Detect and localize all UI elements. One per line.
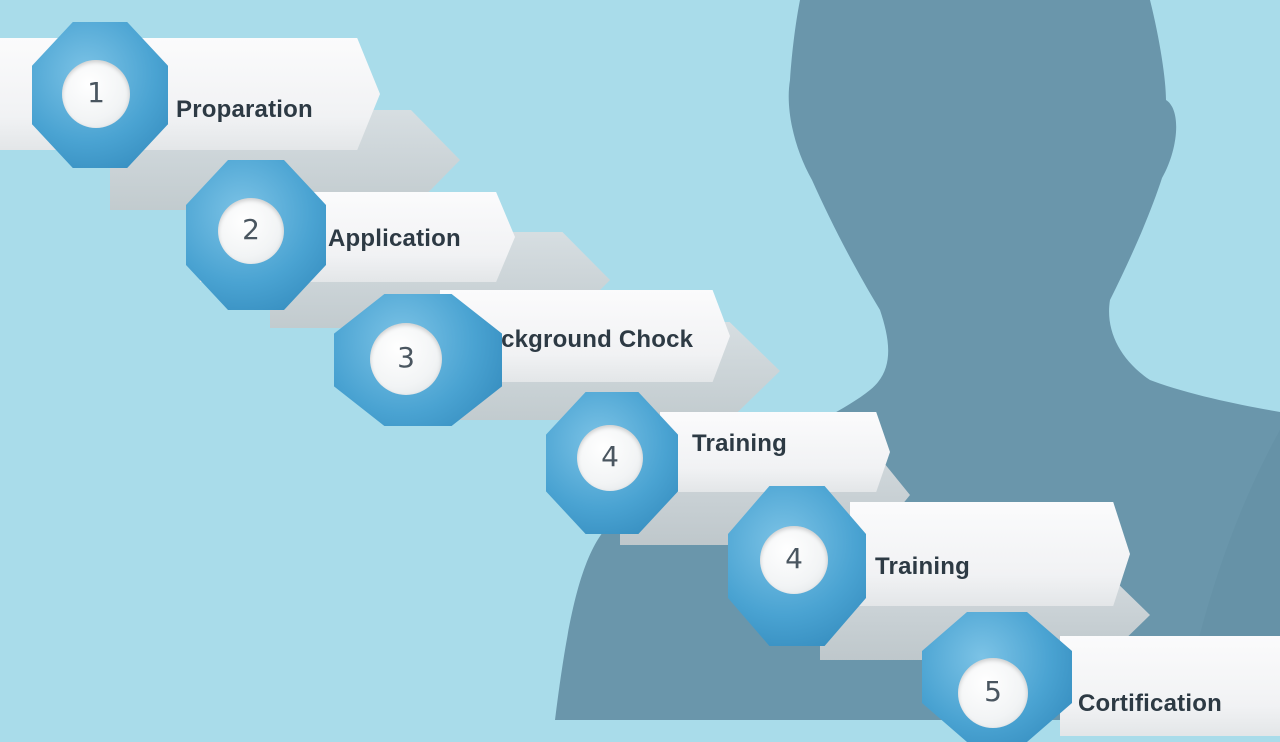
step-1-number-circle: 1 — [62, 60, 130, 128]
step-3-number: 3 — [397, 341, 415, 374]
step-4-label: Training — [692, 430, 787, 457]
step-2-number: 2 — [242, 213, 260, 246]
step-5-number: 5 — [984, 675, 1002, 708]
step-5-label: Cortification — [1078, 690, 1222, 717]
step-4-ribbon — [660, 412, 890, 492]
step-5-number-circle: 5 — [958, 658, 1028, 728]
step-1-number: 1 — [87, 76, 105, 109]
step-4b: Training 4 — [0, 0, 1150, 660]
step-4b-number-circle: 4 — [760, 526, 828, 594]
step-3-number-circle: 3 — [370, 323, 442, 395]
step-4-number: 4 — [601, 440, 619, 473]
step-2-number-circle: 2 — [218, 198, 284, 264]
step-3-label: Rackground Chock — [470, 326, 694, 353]
step-4-number-circle: 4 — [577, 425, 643, 491]
step-2-label: Application — [328, 225, 461, 252]
step-5-ribbon — [1060, 636, 1280, 736]
step-1-label: Proparation — [176, 96, 313, 123]
step-4b-number: 4 — [785, 542, 803, 575]
step-4b-label: Training — [875, 553, 970, 580]
step-4b-ribbon — [850, 502, 1130, 606]
